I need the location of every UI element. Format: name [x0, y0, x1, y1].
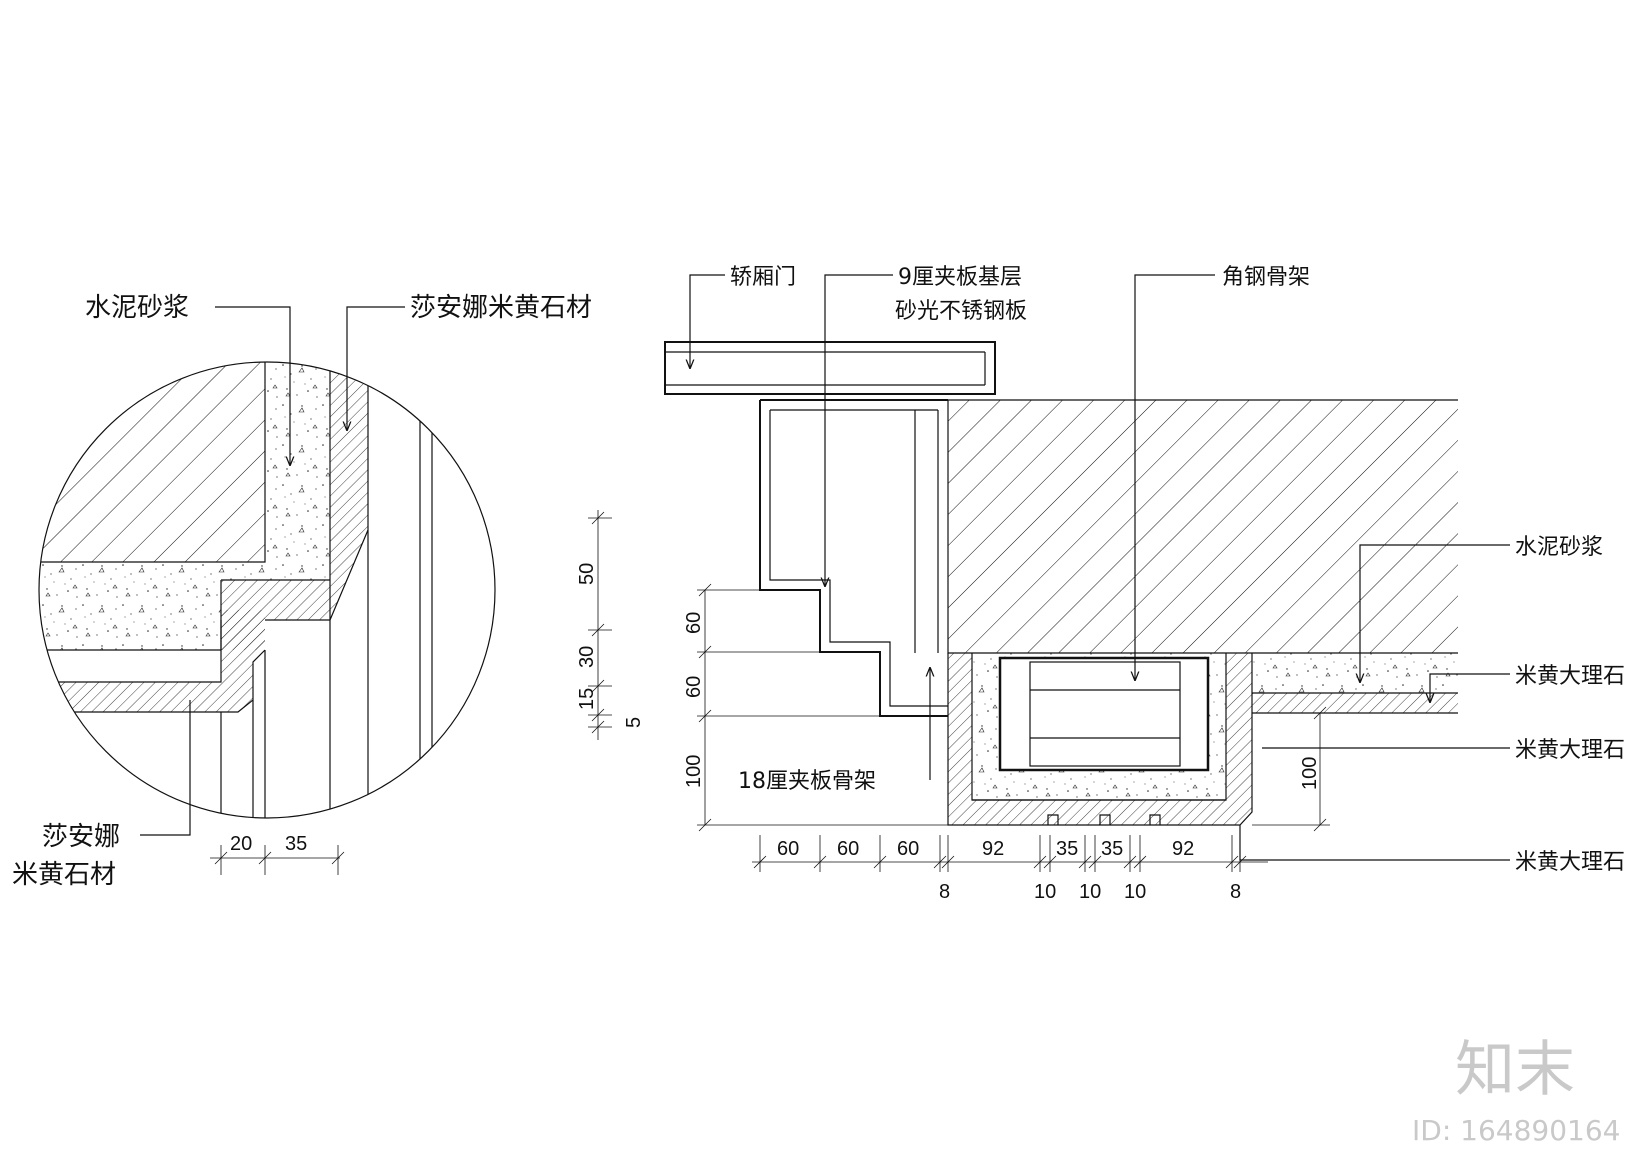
mortar-fill	[39, 362, 330, 650]
wall-block-hatch	[39, 362, 265, 562]
section-dims-right: 100	[1252, 706, 1330, 832]
dim-5: 5	[623, 717, 645, 728]
label-cement-mortar-detail: 水泥砂浆	[85, 293, 189, 323]
label-stone-top-detail: 莎安娜米黄石材	[410, 293, 592, 323]
label-marble-1: 米黄大理石	[1515, 664, 1625, 689]
dim-15: 15	[576, 688, 598, 710]
marble-channel	[948, 653, 1252, 825]
dim-bottom-92b: 92	[1172, 838, 1194, 860]
stone-bottom	[39, 610, 265, 712]
dim-30: 30	[576, 646, 598, 668]
floor-mortar	[1252, 653, 1458, 693]
section-drawing: 轿厢门 9厘夹板基层 砂光不锈钢板 角钢骨架 水泥砂浆 米黄大理石 米黄大理石 …	[664, 265, 1625, 903]
dim-bottom-10a: 10	[1034, 881, 1056, 903]
dim-50: 50	[576, 563, 598, 585]
stone-strip-vertical	[330, 362, 368, 620]
label-stainless: 砂光不锈钢板	[895, 299, 1027, 324]
dim-20: 20	[230, 833, 252, 855]
detail-dims-horizontal: 20 35	[210, 833, 345, 875]
label-cement-mortar-section: 水泥砂浆	[1515, 535, 1603, 560]
dim-bottom-10b: 10	[1079, 881, 1101, 903]
floor-marble	[1252, 693, 1458, 713]
label-plywood-base: 9厘夹板基层	[898, 265, 1022, 290]
dim-left-60b: 60	[683, 676, 705, 698]
watermark-id: ID: 164890164	[1412, 1114, 1620, 1147]
dim-35: 35	[285, 833, 307, 855]
section-dims-left: 60 60 100	[683, 583, 948, 832]
dim-bottom-92a: 92	[982, 838, 1004, 860]
detail-circle	[38, 361, 496, 819]
dim-bottom-35a: 35	[1056, 838, 1078, 860]
angle-steel-frame	[998, 656, 1210, 772]
dim-bottom-8a: 8	[939, 881, 950, 903]
dim-bottom-10c: 10	[1124, 881, 1146, 903]
label-marble-3: 米黄大理石	[1515, 850, 1625, 875]
label-car-door: 轿厢门	[730, 265, 796, 290]
enlarged-detail: 水泥砂浆 莎安娜米黄石材 莎安娜 米黄石材 20 35	[12, 293, 645, 890]
wall-hatch	[948, 400, 1458, 653]
dim-bottom-60c: 60	[897, 838, 919, 860]
watermark-brand: 知末	[1455, 1035, 1575, 1105]
dim-bottom-35b: 35	[1101, 838, 1123, 860]
dim-bottom-60b: 60	[837, 838, 859, 860]
label-plywood-frame: 18厘夹板骨架	[738, 769, 876, 794]
car-door-plate	[664, 341, 996, 395]
dim-left-100: 100	[683, 755, 705, 788]
dim-bottom-60a: 60	[777, 838, 799, 860]
label-stone-bottom-line2: 米黄石材	[12, 860, 116, 890]
label-stone-bottom-line1: 莎安娜	[42, 822, 120, 852]
section-dims-bottom: 60 60 60 92 35 35 92 8 10 10 10 8	[752, 835, 1268, 903]
dim-right-100: 100	[1299, 757, 1321, 790]
label-angle-steel: 角钢骨架	[1222, 265, 1310, 290]
label-marble-2: 米黄大理石	[1515, 738, 1625, 763]
dim-left-60a: 60	[683, 612, 705, 634]
dim-bottom-8b: 8	[1230, 881, 1241, 903]
detail-dims-vertical: 50 30 15 5	[576, 510, 645, 740]
